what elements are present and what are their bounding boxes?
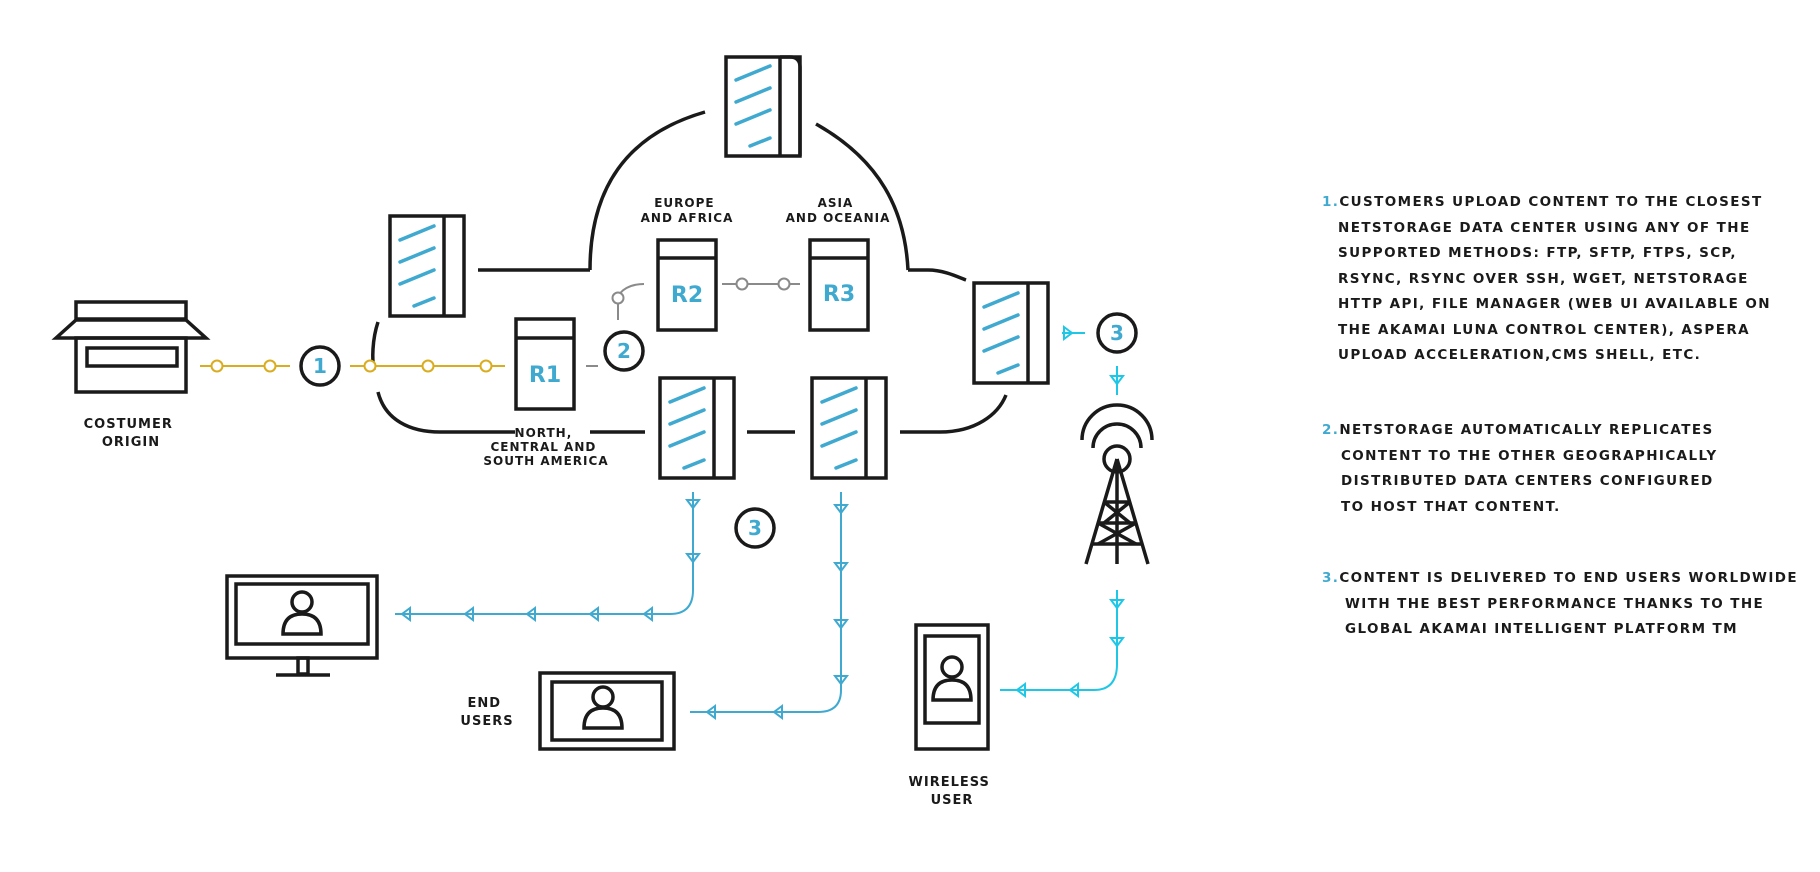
antenna-tower-icon [1080,403,1154,565]
server-right [972,281,1050,385]
step-1-number: 1. [1322,194,1340,210]
svg-text:1: 1 [313,354,327,378]
upload-path [200,359,505,373]
svg-text:2: 2 [617,339,631,363]
europe-africa-label: EUROPE AND AFRICA [641,196,734,225]
replication-link-r1-r2 [586,283,645,367]
mobile-device-icon [914,623,990,751]
laptop-screen-icon [538,671,676,751]
server-top [724,55,802,158]
step-3-number: 3. [1322,570,1340,586]
marker-3-right: 3 [1096,312,1138,354]
america-label: NORTH, CENTRAL AND SOUTH AMERICA [483,426,608,468]
wireless-user-label: WIRELESS USER [909,775,996,808]
server-bottom-left [658,376,736,480]
svg-text:3: 3 [748,516,762,540]
step-3: 3.CONTENT IS DELIVERED TO END USERS WORL… [1322,570,1798,637]
marker-1: 1 [299,345,341,387]
marker-2: 2 [603,330,645,372]
cloud-outline [371,110,1008,434]
region-r2: R2 [656,238,718,332]
region-r3: R3 [808,238,870,332]
region-r1-label: R1 [529,363,561,388]
server-bottom-right [810,376,888,480]
svg-text:3: 3 [1110,321,1124,345]
step-2: 2.NETSTORAGE AUTOMATICALLY REPLICATES CO… [1322,422,1718,515]
customer-origin-building [51,300,211,394]
step-1: 1.CUSTOMERS UPLOAD CONTENT TO THE CLOSES… [1322,194,1771,363]
marker-3-bottom: 3 [734,507,776,549]
desktop-monitor-icon [225,574,379,677]
customer-origin-label: COSTUMER ORIGIN [84,417,179,450]
region-r2-label: R2 [671,283,703,308]
server-left [388,214,466,318]
delivery-path-tablet [690,492,849,720]
end-users-label: END USERS [460,696,513,729]
delivery-path-monitor [395,492,701,622]
wireless-path [1000,325,1125,698]
region-r3-label: R3 [823,282,855,307]
step-2-number: 2. [1322,422,1340,438]
region-r1: R1 [514,317,576,411]
asia-oceania-label: ASIA AND OCEANIA [786,196,891,225]
replication-link-r2-r3 [722,277,800,291]
